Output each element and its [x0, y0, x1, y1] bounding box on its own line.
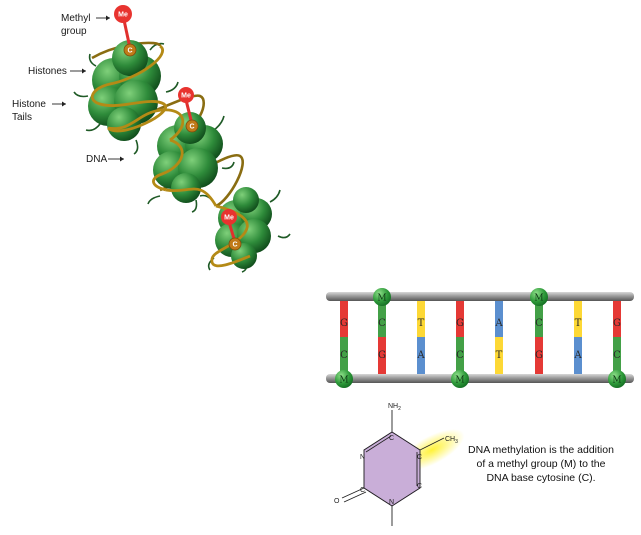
base-bottom-6 — [574, 337, 582, 375]
methyl-marker-1 — [530, 288, 548, 306]
pyrimidine-ring — [363, 431, 421, 507]
c-tag: C — [232, 242, 237, 249]
methylcytosine-molecule: NH2 CH3 C C C N C N O — [334, 403, 465, 526]
base-label-bottom-5: G — [535, 350, 543, 361]
base-label-bottom-3: C — [456, 350, 464, 361]
atom-c6: C — [417, 483, 422, 490]
caption-line-1: DNA methylation is the addition — [468, 444, 614, 456]
base-bottom-1 — [378, 337, 386, 375]
base-label-top-7: G — [613, 318, 621, 329]
base-bottom-5 — [535, 337, 543, 375]
svg-text:group: group — [61, 26, 87, 37]
base-bottom-2 — [417, 337, 425, 375]
base-top-1 — [378, 300, 386, 337]
base-top-3 — [456, 300, 464, 337]
methyl-pin-2: Me C — [178, 87, 199, 133]
base-top-2 — [417, 300, 425, 337]
ring-bonds — [341, 410, 445, 526]
methyl-marker-4 — [608, 370, 626, 388]
ch3-group: CH3 — [445, 436, 458, 445]
methyl-marker-label-0: M — [377, 294, 386, 304]
svg-text:DNA: DNA — [86, 154, 107, 165]
methyl-marker-label-1: M — [534, 294, 543, 304]
dna-ladder: G C C G T A G C A T C G T A G C M M M M M — [326, 288, 634, 388]
base-top-0 — [340, 300, 348, 337]
base-label-top-0: G — [340, 318, 348, 329]
methyl-marker-label-3: M — [455, 376, 464, 386]
base-label-bottom-7: C — [613, 350, 621, 361]
nh2-group: NH2 — [388, 403, 401, 412]
caption: DNA methylation is the addition of a met… — [468, 444, 614, 484]
atom-c2: C — [360, 487, 365, 494]
base-label-bottom-6: A — [573, 350, 582, 361]
dna-strand-front — [90, 44, 251, 268]
base-label-bottom-2: A — [416, 350, 425, 361]
dna-linker — [107, 108, 218, 207]
me-tag: Me — [224, 215, 234, 222]
atom-o: O — [334, 498, 340, 505]
base-label-top-3: G — [456, 318, 464, 329]
label-histones: Histones — [28, 66, 86, 77]
base-top-6 — [574, 300, 582, 337]
backbone-bottom — [326, 374, 634, 383]
label-methyl-group: Methyl group — [61, 13, 110, 37]
base-label-top-4: A — [494, 318, 503, 329]
c-tag: C — [189, 124, 194, 131]
base-label-top-6: T — [575, 318, 582, 329]
base-label-top-2: T — [418, 318, 425, 329]
methyl-marker-label-2: M — [339, 376, 348, 386]
base-label-bottom-0: C — [340, 350, 348, 361]
methyl-marker-3 — [451, 370, 469, 388]
atom-c5: C — [417, 454, 422, 461]
methyl-marker-2 — [335, 370, 353, 388]
base-bottom-3 — [456, 337, 464, 375]
base-bottom-7 — [613, 337, 621, 375]
svg-text:Histone: Histone — [12, 99, 46, 110]
methyl-pin-1: Me C — [114, 5, 137, 57]
label-histone-tails: Histone Tails — [12, 99, 66, 123]
methyl-pin-3: Me C — [221, 209, 242, 251]
c-tag: C — [127, 48, 132, 55]
base-label-bottom-4: T — [496, 350, 503, 361]
base-label-top-1: C — [378, 318, 386, 329]
svg-text:Methyl: Methyl — [61, 13, 90, 24]
caption-line-2: of a methyl group (M) to the — [477, 458, 606, 470]
svg-text:Tails: Tails — [12, 112, 32, 123]
nucleosome-illustration: Me C Me C Me C Methyl group Histones — [12, 5, 291, 273]
base-bottom-0 — [340, 337, 348, 375]
base-pair-rungs: G C C G T A G C A T C G T A G C — [340, 300, 621, 375]
svg-text:Histones: Histones — [28, 66, 67, 77]
base-label-bottom-1: G — [378, 350, 386, 361]
base-top-4 — [495, 300, 503, 337]
me-tag: Me — [181, 93, 191, 100]
methyl-markers: M M M M M — [335, 288, 626, 388]
base-bottom-4 — [495, 337, 503, 375]
base-label-top-5: C — [535, 318, 543, 329]
atom-n3: N — [360, 454, 365, 461]
methyl-marker-0 — [373, 288, 391, 306]
caption-line-3: DNA base cytosine (C). — [486, 472, 595, 484]
backbone-top — [326, 292, 634, 301]
me-tag: Me — [118, 12, 128, 19]
base-top-7 — [613, 300, 621, 337]
base-top-5 — [535, 300, 543, 337]
label-dna: DNA — [86, 154, 124, 165]
atom-c4: C — [389, 435, 394, 442]
atom-n1: N — [389, 499, 394, 506]
methyl-marker-label-4: M — [612, 376, 621, 386]
